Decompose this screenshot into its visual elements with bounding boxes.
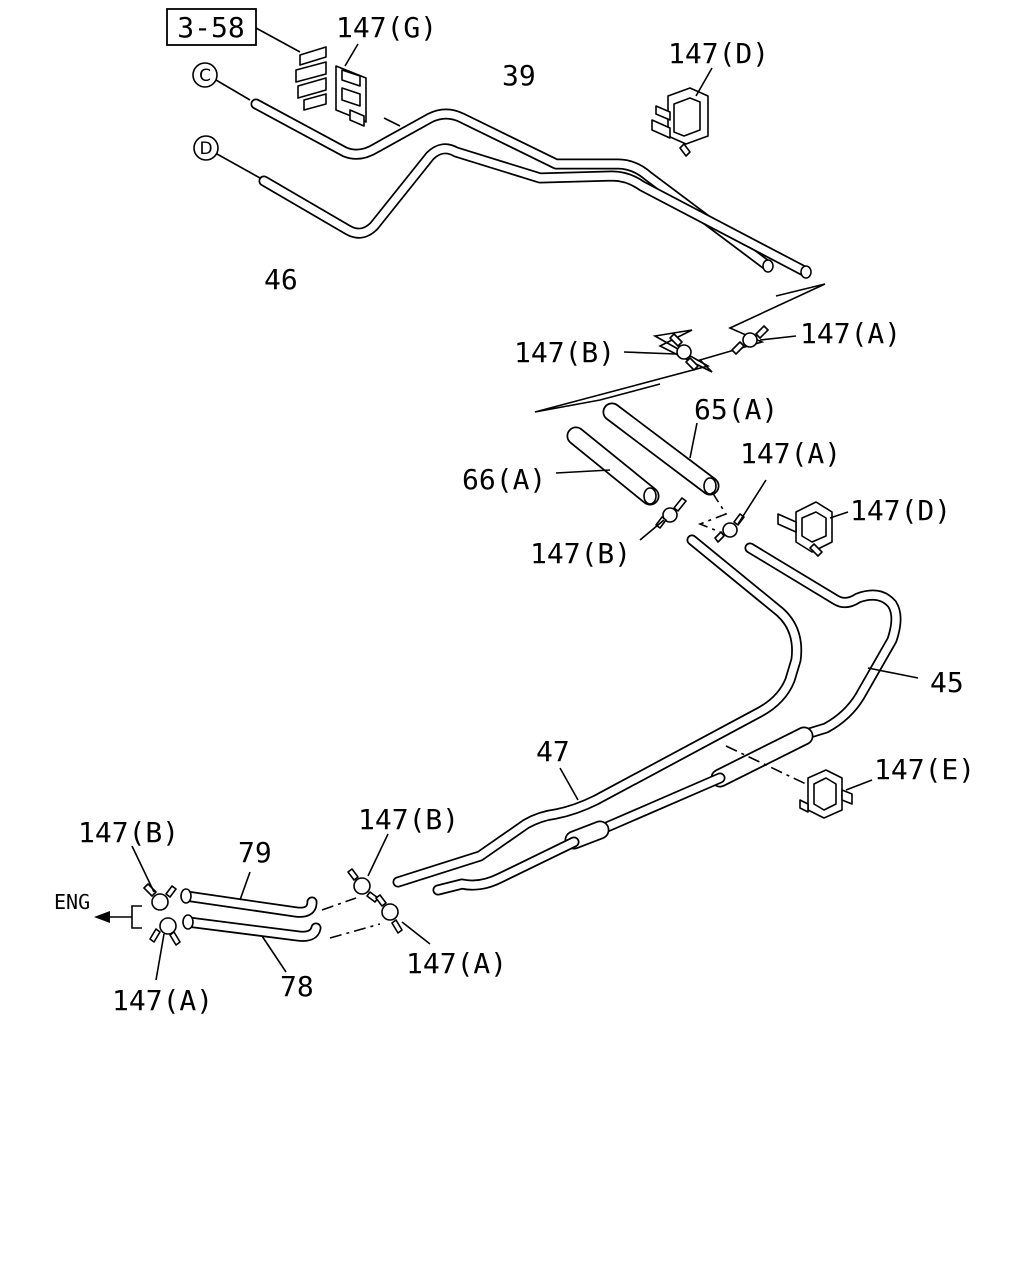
label-39: 39 (502, 59, 536, 92)
leader-79 (239, 871, 251, 901)
leader-47 (559, 767, 579, 801)
leader-147d-right (829, 511, 849, 519)
leader-147b-mid (623, 351, 677, 355)
connector-c-marker: C (192, 62, 218, 88)
ref-leader (255, 27, 301, 53)
tube-39[interactable] (250, 98, 774, 273)
leader-147a-left (155, 933, 165, 981)
clip-147g-icon (295, 46, 367, 127)
zigzag-line (534, 283, 826, 413)
reference-box-text: 3-58 (177, 11, 244, 44)
leader-147g (344, 43, 359, 67)
label-eng: ENG (54, 890, 90, 914)
label-147a-low: 147(A) (740, 437, 841, 470)
label-147b-lower-mid: 147(B) (358, 803, 459, 836)
clip-147a-mid-icon (731, 325, 769, 355)
hose-66a[interactable] (566, 426, 660, 506)
center-dash-b1 (321, 897, 357, 911)
clip-147a-left-icon (149, 917, 181, 946)
leader-147b-left (131, 845, 155, 893)
tube-79[interactable] (180, 888, 318, 918)
label-147g: 147(G) (336, 11, 437, 44)
label-66a: 66(A) (462, 463, 546, 496)
label-79: 79 (238, 836, 272, 869)
leader-147a-lower-mid (401, 921, 431, 945)
clip-147b-lower-mid-icon (347, 868, 379, 903)
leader-147b-low (639, 519, 665, 541)
leader-147a-low (737, 479, 767, 525)
leader-66a (555, 469, 611, 474)
label-46: 46 (264, 263, 298, 296)
leader-d (216, 153, 261, 179)
hose-65a[interactable] (602, 402, 720, 496)
leader-147b-lower-mid (367, 833, 389, 877)
leader-65a (689, 422, 698, 459)
label-147b-mid: 147(B) (514, 336, 615, 369)
label-65a: 65(A) (694, 393, 778, 426)
connector-d-marker: D (193, 135, 219, 161)
leader-147a-mid (759, 335, 797, 341)
leader-c (215, 79, 251, 101)
clip-147d-right-icon (777, 501, 833, 557)
tube-78[interactable] (182, 914, 322, 942)
clip-147b-left-icon (143, 883, 177, 911)
label-147b-low: 147(B) (530, 537, 631, 570)
svg-text:C: C (199, 66, 211, 86)
label-147a-lower-mid: 147(A) (406, 947, 507, 980)
label-147b-left: 147(B) (78, 816, 179, 849)
clip-147a-low-icon (714, 513, 745, 543)
leader-45 (867, 667, 919, 679)
clip-147b-mid-icon (669, 333, 699, 371)
reference-box[interactable]: 3-58 (166, 8, 257, 46)
label-78: 78 (280, 970, 314, 1003)
leader-147d-top (695, 67, 713, 97)
eng-direction-arrow-icon (94, 905, 142, 929)
label-147d-top: 147(D) (668, 37, 769, 70)
center-dash-b2 (329, 923, 381, 939)
svg-text:D: D (199, 139, 212, 159)
leader-78 (261, 935, 287, 973)
center-dash-e (725, 745, 807, 785)
label-45: 45 (930, 666, 964, 699)
label-47: 47 (536, 735, 570, 768)
tube-46[interactable] (258, 143, 812, 279)
label-147e: 147(E) (874, 753, 975, 786)
leader-147e (845, 779, 873, 791)
clip-147e-icon (799, 769, 853, 819)
label-147a-left: 147(A) (112, 984, 213, 1017)
label-147d-right: 147(D) (850, 494, 951, 527)
clip-147d-top-icon (651, 87, 709, 157)
tube-45[interactable] (432, 542, 902, 896)
clip-147a-lower-mid-icon (375, 894, 403, 934)
label-147a-mid: 147(A) (800, 317, 901, 350)
center-dash-a (697, 491, 728, 533)
leader-g-tube (383, 117, 401, 127)
tube-47[interactable] (392, 534, 803, 888)
